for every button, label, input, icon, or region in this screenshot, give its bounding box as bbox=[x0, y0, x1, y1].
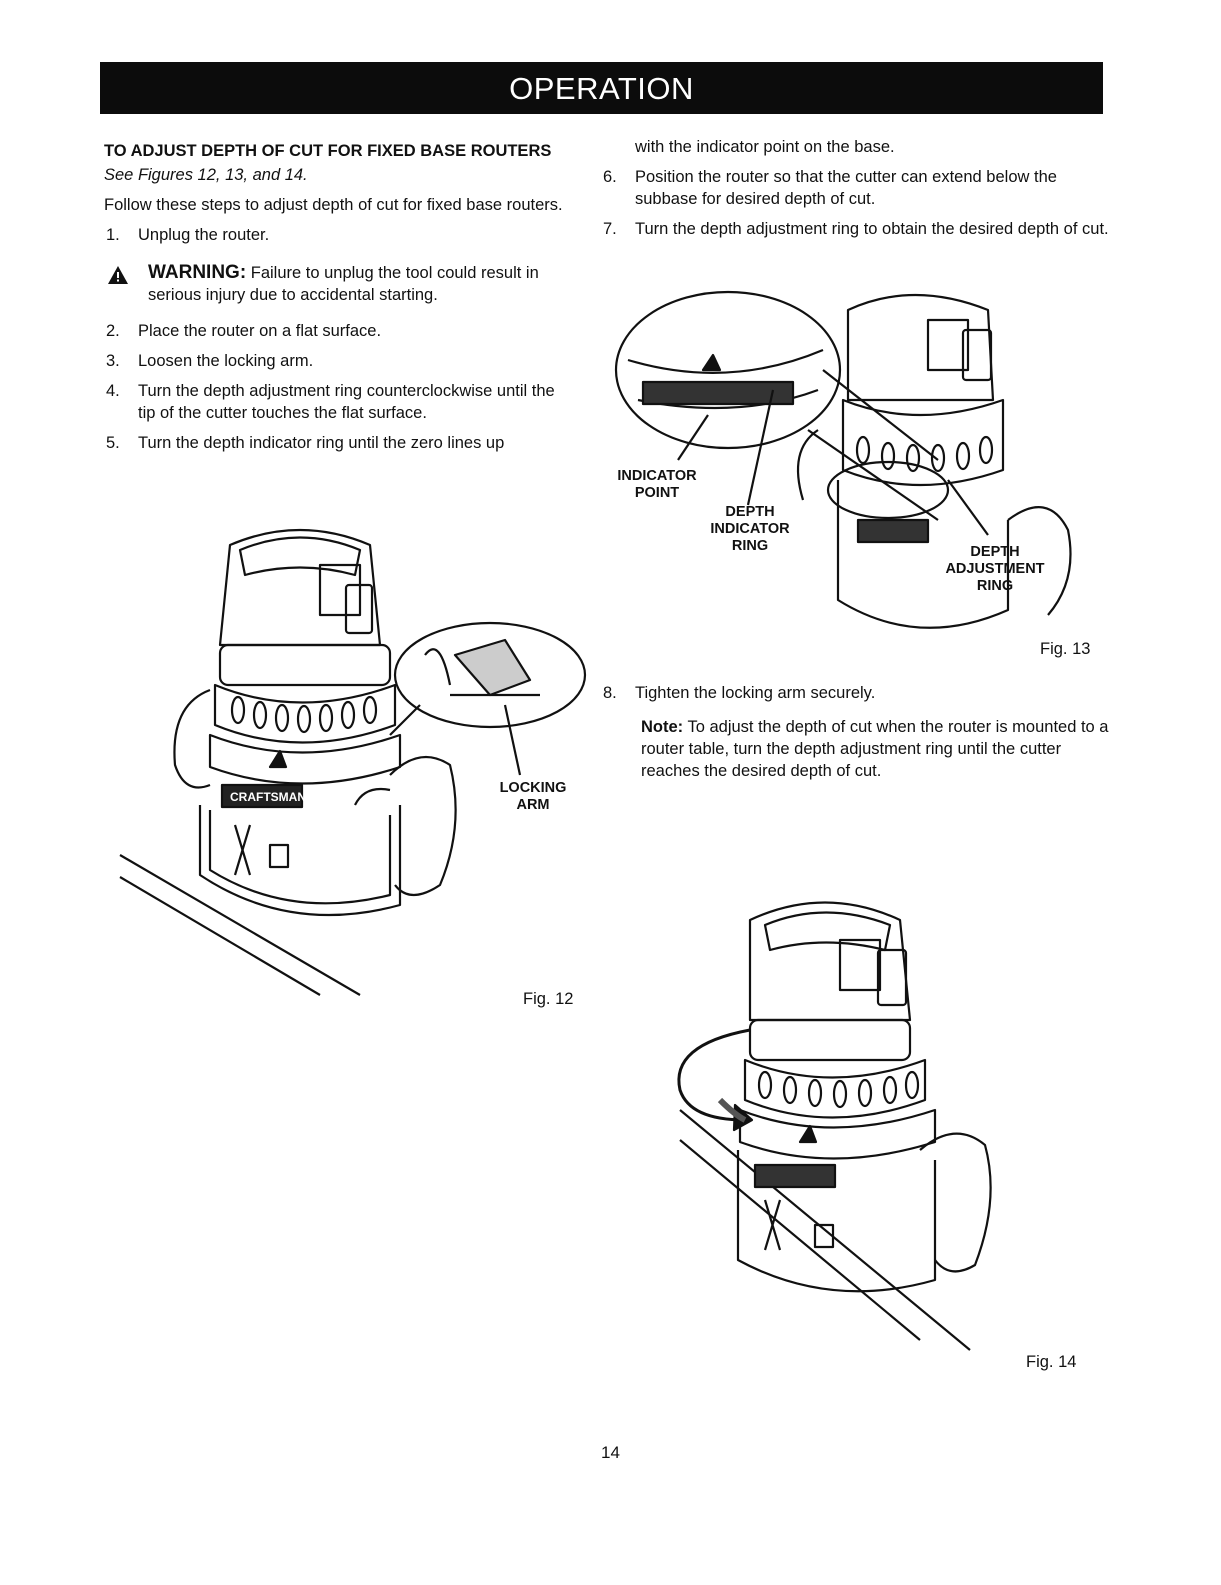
step-number: 6. bbox=[603, 168, 617, 186]
step-text: Loosen the locking arm. bbox=[138, 352, 314, 370]
figure-14-router-illustration bbox=[677, 901, 992, 1351]
section-heading: TO ADJUST DEPTH OF CUT FOR FIXED BASE RO… bbox=[104, 142, 552, 160]
step-text: with the indicator point on the base. bbox=[635, 138, 895, 156]
figure-13-caption: Fig. 13 bbox=[1040, 640, 1091, 658]
see-figures-note: See Figures 12, 13, and 14. bbox=[104, 166, 308, 184]
note-label: Note: bbox=[641, 718, 684, 736]
section-banner: OPERATION bbox=[100, 62, 1103, 114]
step-text: Turn the depth adjustment ring countercl… bbox=[138, 382, 555, 422]
right-column-lower: 8. Tighten the locking arm securely. Not… bbox=[601, 682, 1111, 782]
step-text: Turn the depth indicator ring until the … bbox=[138, 434, 505, 452]
left-column: TO ADJUST DEPTH OF CUT FOR FIXED BASE RO… bbox=[104, 140, 574, 462]
figure-13-router-illustration bbox=[614, 290, 1072, 629]
figure-14-caption: Fig. 14 bbox=[1026, 1353, 1077, 1371]
step-3: 3. Loosen the locking arm. bbox=[104, 350, 574, 372]
step-number: 7. bbox=[603, 220, 617, 238]
step-5-continued: with the indicator point on the base. bbox=[601, 136, 1111, 158]
note-text: To adjust the depth of cut when the rout… bbox=[641, 718, 1109, 780]
note-block: Note: To adjust the depth of cut when th… bbox=[601, 716, 1111, 782]
step-number: 1. bbox=[106, 226, 120, 244]
step-text: Turn the depth adjustment ring to obtain… bbox=[635, 220, 1109, 238]
callout-depth-indicator-ring: DEPTH INDICATOR RING bbox=[710, 504, 790, 554]
step-7: 7. Turn the depth adjustment ring to obt… bbox=[601, 218, 1111, 240]
warning-block: WARNING: Failure to unplug the tool coul… bbox=[104, 262, 574, 306]
callout-depth-adjustment-ring: DEPTH ADJUSTMENT RING bbox=[945, 544, 1045, 594]
step-number: 4. bbox=[106, 382, 120, 400]
step-8: 8. Tighten the locking arm securely. bbox=[601, 682, 1111, 704]
step-text: Tighten the locking arm securely. bbox=[635, 684, 876, 702]
step-text: Unplug the router. bbox=[138, 226, 270, 244]
warning-icon bbox=[108, 266, 128, 284]
step-2: 2. Place the router on a flat surface. bbox=[104, 320, 574, 342]
step-text: Position the router so that the cutter c… bbox=[635, 168, 1057, 208]
step-6: 6. Position the router so that the cutte… bbox=[601, 166, 1111, 210]
warning-label: WARNING: bbox=[148, 262, 247, 283]
step-number: 2. bbox=[106, 322, 120, 340]
figure-12-caption: Fig. 12 bbox=[523, 990, 574, 1008]
callout-locking-arm: LOCKING ARM bbox=[499, 780, 567, 813]
step-text: Place the router on a flat surface. bbox=[138, 322, 382, 340]
page-number: 14 bbox=[601, 1443, 620, 1462]
step-5: 5. Turn the depth indicator ring until t… bbox=[104, 432, 574, 454]
brand-plate-text: CRAFTSMAN bbox=[230, 790, 306, 804]
figure-12-router-illustration: CRAFTSMAN bbox=[119, 528, 587, 996]
step-number: 3. bbox=[106, 352, 120, 370]
step-number: 8. bbox=[603, 684, 617, 702]
step-number: 5. bbox=[106, 434, 120, 452]
callout-indicator-point: INDICATOR POINT bbox=[617, 468, 697, 501]
intro-text: Follow these steps to adjust depth of cu… bbox=[104, 196, 563, 214]
step-1: 1. Unplug the router. bbox=[104, 224, 574, 246]
right-column: with the indicator point on the base. 6.… bbox=[601, 136, 1111, 248]
warning-text: Failure to unplug the tool could result … bbox=[148, 264, 539, 304]
step-4: 4. Turn the depth adjustment ring counte… bbox=[104, 380, 574, 424]
